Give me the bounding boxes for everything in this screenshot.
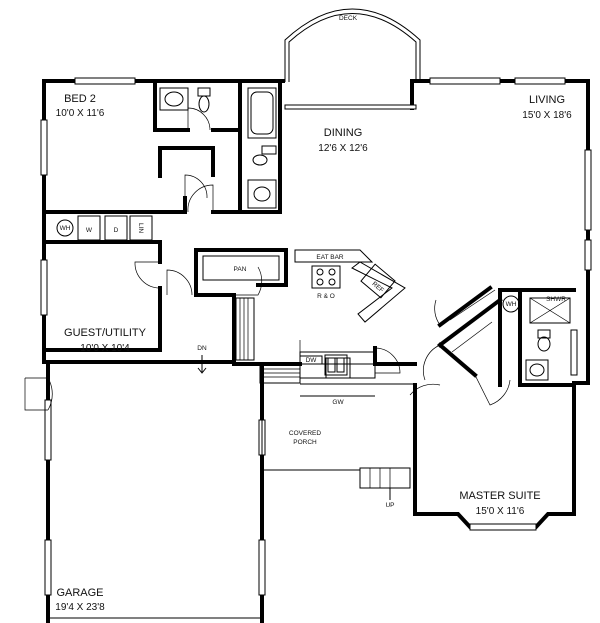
refrigerator-label: REF: [370, 281, 384, 295]
guest-utility-name: GUEST/UTILITY: [64, 327, 147, 339]
bath-fixtures: [159, 87, 277, 209]
master-bath: WH SHWR: [449, 289, 571, 381]
dishwasher-label: DW: [306, 357, 318, 364]
laundry-fixtures: WH W D LIN: [56, 215, 153, 241]
interior-walls: [42, 79, 576, 387]
kitchen: EAT BAR R & O REF DW GW: [294, 249, 406, 406]
living-dims: 15'0 X 18'6: [522, 110, 572, 121]
eat-bar-label: EAT BAR: [316, 254, 344, 261]
covered-porch: [261, 383, 415, 471]
range-label: R & O: [317, 293, 335, 300]
dryer-label: D: [114, 227, 119, 234]
pantry: PAN: [202, 255, 280, 281]
water-heater-label: WH: [60, 225, 71, 232]
pantry-label: PAN: [234, 266, 247, 273]
dining-dims: 12'6 X 12'6: [318, 143, 368, 154]
master-wh-label: WH: [506, 301, 517, 308]
deck-label: DECK: [339, 15, 358, 22]
door-swings: [24, 107, 511, 411]
porch-line2: PORCH: [293, 439, 317, 446]
linen-label: LIN: [137, 223, 144, 233]
master-suite-dims: 15'0 X 11'6: [476, 506, 525, 517]
garage-name: GARAGE: [56, 587, 103, 599]
master-suite-name: MASTER SUITE: [459, 490, 540, 502]
garbage-window-label: GW: [332, 399, 344, 406]
room-labels: DECK BED 2 10'0 X 11'6 DINING 12'6 X 12'…: [55, 15, 572, 613]
dining-name: DINING: [324, 127, 363, 139]
bed2-dims: 10'0 X 11'6: [56, 108, 105, 119]
shower-label: SHWR: [546, 296, 566, 303]
down-arrow-icon: [197, 355, 207, 374]
garage-dims: 19'4 X 23'8: [55, 602, 105, 613]
up-label: UP: [385, 502, 394, 509]
washer-label: W: [86, 227, 93, 234]
living-name: LIVING: [529, 94, 565, 106]
down-label: DN: [197, 345, 207, 352]
porch-line1: COVERED: [289, 430, 321, 437]
windows: [40, 77, 592, 596]
deck: [284, 8, 421, 82]
bed2-name: BED 2: [64, 93, 96, 105]
stairs: [235, 297, 411, 500]
guest-utility-dims: 10'0 X 10'4: [80, 343, 130, 354]
